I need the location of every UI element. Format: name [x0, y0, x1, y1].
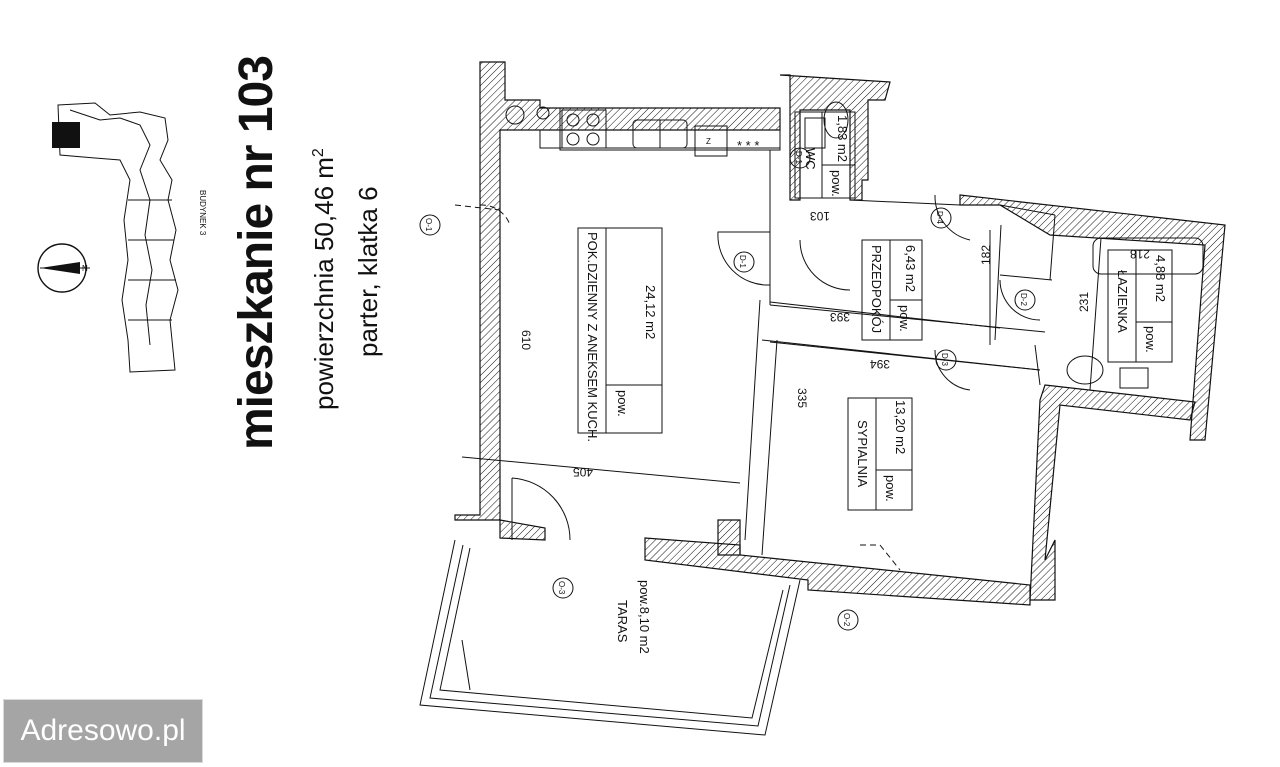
floor-stairwell: parter, klatka 6 — [353, 186, 383, 357]
svg-text:N: N — [82, 264, 88, 273]
room-name: PRZEDPOKÓJ — [869, 245, 884, 333]
room-name: ŁAZIENKA — [1115, 270, 1130, 333]
kitchen-counter: Z * * * — [505, 105, 781, 157]
site-key-plan: BUDYNEK 3 — [52, 102, 207, 373]
door-tag: D-1 — [794, 151, 803, 164]
dimension-lines — [461, 130, 1102, 556]
svg-text:Z: Z — [706, 137, 711, 146]
terrace-name: TARAS — [615, 600, 630, 643]
room-bedroom: SYPIALNIA pow. 13,20 m2 — [847, 397, 913, 511]
door-tag: D-3 — [940, 353, 949, 366]
room-area: 1,83 m2 — [835, 115, 850, 162]
window-tag: O-2 — [842, 613, 851, 627]
dim-label: 103 — [810, 209, 830, 223]
dim-label: 182 — [979, 245, 993, 265]
north-arrow-icon: N — [37, 243, 90, 293]
room-area-label: pow. — [883, 475, 898, 502]
room-hall: PRZEDPOKÓJ pow. 6,43 m2 — [861, 239, 923, 341]
terrace-label: TARAS pow.8,10 m2 — [615, 580, 652, 654]
svg-text:* * *: * * * — [737, 138, 759, 153]
bathroom-fixtures — [1066, 237, 1204, 389]
dim-label: 610 — [519, 330, 533, 350]
room-area: 6,43 m2 — [903, 245, 918, 292]
building-label: BUDYNEK 3 — [198, 190, 207, 236]
room-bathroom: ŁAZIENKA pow. 4,88 m2 — [1107, 249, 1173, 363]
dim-label: 393 — [830, 310, 850, 324]
terrace — [419, 539, 801, 736]
dim-label: 335 — [795, 388, 809, 408]
room-area-label: pow. — [897, 305, 912, 332]
room-area: 4,88 m2 — [1153, 255, 1168, 302]
room-living: POK.DZIENNY Z ANEKSEM KUCH. pow. 24,12 m… — [577, 227, 663, 442]
apartment-title: mieszkanie nr 103 — [230, 56, 283, 450]
room-area: 24,12 m2 — [643, 285, 658, 339]
wc-fixtures — [804, 101, 849, 149]
window-tag: O-3 — [557, 581, 566, 595]
room-name: WC — [803, 148, 818, 170]
room-area-label: pow. — [615, 390, 630, 417]
area-summary: powierzchnia 50,46 m2 — [309, 148, 339, 410]
dim-label: 231 — [1077, 292, 1091, 312]
room-area: 13,20 m2 — [893, 400, 908, 454]
dimension-labels: 610 405 335 393 394 103 182 231 218 — [519, 209, 1150, 479]
room-name: SYPIALNIA — [855, 420, 870, 488]
heading: mieszkanie nr 103 powierzchnia 50,46 m2 … — [230, 56, 383, 450]
doors — [454, 194, 1041, 571]
door-tag: D-4 — [935, 211, 944, 224]
dim-label: 218 — [1130, 247, 1150, 261]
watermark-logo: Adresowo.pl — [3, 699, 203, 763]
room-area-label: pow. — [829, 170, 844, 197]
room-name: POK.DZIENNY Z ANEKSEM KUCH. — [585, 232, 600, 442]
dim-label: 394 — [870, 357, 890, 371]
unit-marker — [52, 122, 80, 148]
terrace-area: pow.8,10 m2 — [637, 580, 652, 654]
door-tag: D-1 — [738, 255, 747, 268]
window-tag: O-1 — [424, 218, 433, 232]
door-tag: D-2 — [1019, 293, 1028, 306]
room-area-label: pow. — [1143, 326, 1158, 353]
dim-label: 405 — [573, 465, 593, 479]
room-wc: WC pow. 1,83 m2 — [794, 111, 856, 199]
walls — [454, 61, 1226, 606]
door-tags: D-1 D-1 D-2 D-3 D-4 O-1 O-2 O-3 — [419, 147, 1036, 631]
